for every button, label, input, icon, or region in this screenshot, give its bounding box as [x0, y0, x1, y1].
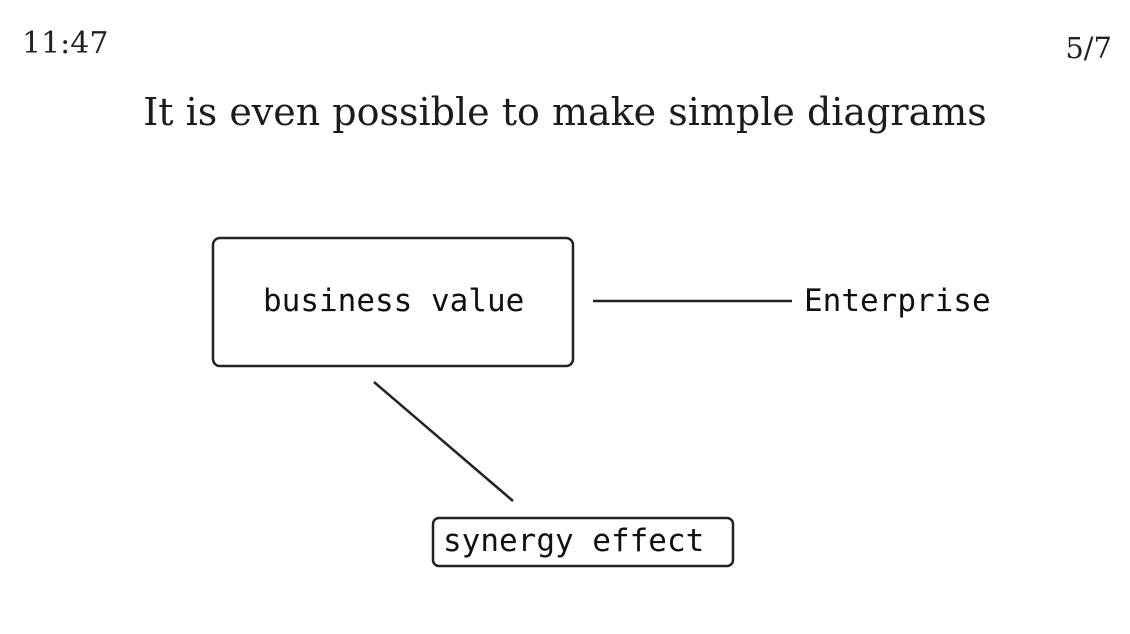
page-counter: 5/7 [1065, 31, 1112, 65]
slide-title: It is even possible to make simple diagr… [143, 90, 987, 134]
node-business-value: business value [211, 236, 575, 368]
node-enterprise-label: Enterprise [804, 283, 991, 319]
clock: 11:47 [22, 26, 109, 61]
node-synergy-effect-label: synergy effect [443, 523, 704, 559]
edge-business-value-synergy-effect [373, 381, 514, 502]
node-synergy-effect-box [431, 516, 735, 568]
node-synergy-effect: synergy effect [431, 516, 735, 568]
node-business-value-box [211, 236, 575, 368]
node-business-value-label: business value [263, 283, 524, 319]
